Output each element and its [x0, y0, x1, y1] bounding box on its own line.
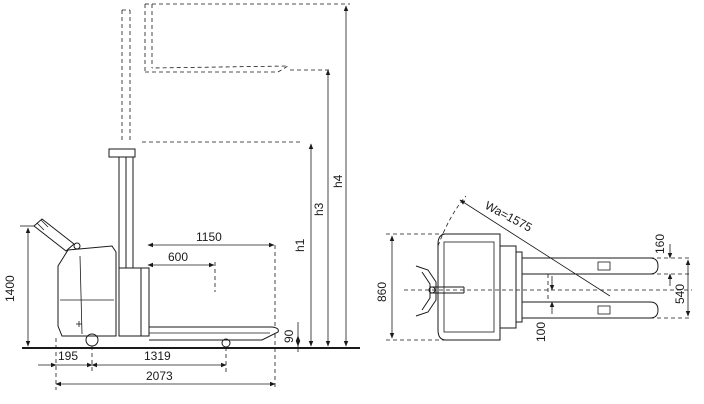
mast	[108, 148, 142, 337]
dim-h4-label: h4	[331, 174, 345, 188]
dim-2073-label: 2073	[146, 369, 173, 383]
dim-1150: 1150	[147, 230, 276, 326]
top-tiller	[415, 265, 465, 317]
dim-600-label: 600	[168, 250, 188, 264]
dim-1319-label: 1319	[144, 349, 171, 363]
dim-h1: h1	[293, 143, 314, 347]
dim-h3-label: h3	[312, 202, 326, 216]
dim-195-label: 195	[58, 349, 78, 363]
truck-body	[57, 245, 117, 337]
dim-bottom-chain: 195 1319 2073	[38, 334, 276, 390]
side-view: 1400 1150 600 h1 h3 h4	[3, 3, 360, 390]
top-view: Wa=1575 860 160 540 100	[375, 195, 692, 342]
dim-1150-label: 1150	[196, 230, 222, 244]
dim-90: 90	[282, 322, 301, 352]
forks	[140, 267, 279, 341]
dim-h3: h3	[290, 69, 332, 347]
dim-540: 540	[650, 259, 692, 319]
dim-90-label: 90	[282, 329, 296, 343]
dim-1400: 1400	[3, 225, 34, 347]
dim-h4: h4	[152, 3, 350, 347]
dim-600: 600	[147, 250, 216, 292]
dim-160: 160	[650, 234, 692, 286]
dim-160-label: 160	[653, 234, 667, 254]
top-body	[437, 233, 523, 341]
top-forks	[522, 257, 659, 319]
dim-100-label: 100	[534, 322, 548, 342]
dim-860-label: 860	[375, 282, 389, 302]
dim-540-label: 540	[673, 284, 687, 304]
mast-raised-outline	[121, 3, 300, 143]
dim-860: 860	[375, 233, 446, 341]
tiller-handle	[33, 218, 81, 252]
dim-h1-label: h1	[293, 238, 307, 252]
dim-wa-label: Wa=1575	[483, 198, 535, 235]
dim-1400-label: 1400	[3, 275, 17, 302]
dim-100: 100	[534, 276, 555, 342]
